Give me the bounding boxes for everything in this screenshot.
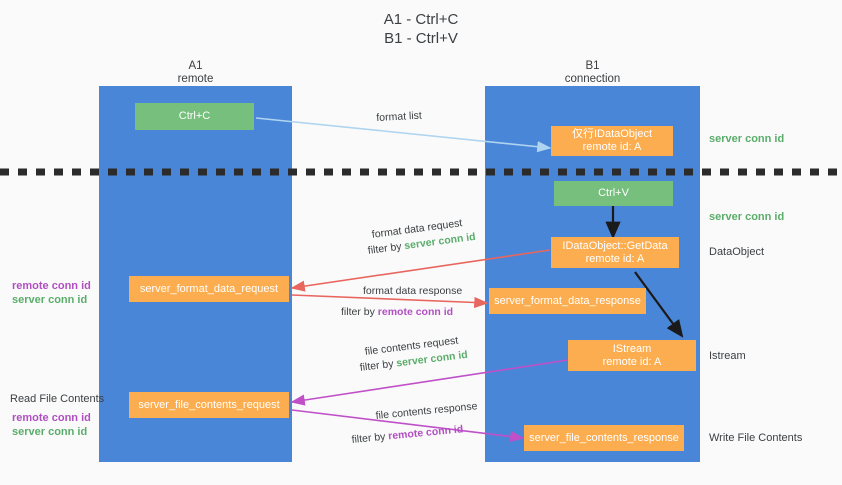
annotation-server-conn-id-2: server conn id [12,426,88,438]
box-server-file-contents-request-label: server_file_contents_request [138,398,280,411]
filter-prefix-2: filter by [341,306,378,318]
annotation-read-file-contents: Read File Contents [10,393,105,405]
diagram-title: A1 - Ctrl+C B1 - Ctrl+V [0,10,842,48]
filter-prefix-3: filter by [359,357,398,374]
column-header-a1: A1 remote [99,60,292,86]
column-a1-name: A1 [188,60,203,72]
annotation-server-conn-id-top: server conn id [709,133,785,145]
filter-prefix-4: filter by [351,430,389,446]
edge-label-file-contents-response-filter: filter by remote conn id [351,422,464,447]
edge-label-format-data-response-filter: filter by remote conn id [341,305,453,319]
annotation-remote-conn-id-2: remote conn id [12,412,91,424]
annotation-istream: Istream [709,350,746,362]
box-idataobject-getdata[interactable]: IDataObject::GetData remote id: A [551,237,679,268]
annotation-write-file-contents: Write File Contents [709,432,803,444]
column-b1-sub: connection [564,73,621,85]
box-idataobject-line2: remote id: A [582,141,642,153]
annotation-server-conn-id-mid: server conn id [709,211,785,223]
box-ctrl-v-label: Ctrl+V [598,187,629,199]
box-server-file-contents-response-label: server_file_contents_response [529,431,679,444]
filter-prefix-1: filter by [367,240,406,257]
box-server-file-contents-request[interactable]: server_file_contents_request [129,392,289,418]
box-server-format-data-response[interactable]: server_format_data_response [489,288,646,314]
column-b1-name: B1 [585,60,600,72]
box-ctrl-c[interactable]: Ctrl+C [135,103,254,130]
annotation-remote-conn-id-1: remote conn id [12,280,91,292]
box-server-format-data-request-label: server_format_data_request [139,282,279,295]
column-a1-sub: remote [177,73,214,85]
box-istream-line2: remote id: A [602,355,662,368]
box-idataobject-line1: 仅行IDataObject [571,128,653,140]
box-istream[interactable]: IStream remote id: A [568,340,696,371]
box-ctrl-v[interactable]: Ctrl+V [554,181,673,206]
box-istream-line1: IStream [612,342,652,355]
box-getdata-line1: IDataObject::GetData [562,239,668,252]
edge-label-file-contents-response: file contents response [375,400,478,422]
annotation-dataobject: DataObject [709,246,765,258]
title-line-2: B1 - Ctrl+V [384,30,458,47]
box-getdata-line2: remote id: A [585,252,645,265]
box-idataobject[interactable]: 仅行IDataObject remote id: A [551,126,673,156]
filter-key-remote-conn-id-1: remote conn id [377,306,454,318]
box-server-file-contents-response[interactable]: server_file_contents_response [524,425,684,451]
column-header-b1: B1 connection [485,60,700,86]
box-server-format-data-request[interactable]: server_format_data_request [129,276,289,302]
box-ctrl-c-label: Ctrl+C [178,110,211,122]
filter-key-remote-conn-id-2: remote conn id [387,423,464,443]
title-line-1: A1 - Ctrl+C [383,11,459,28]
box-server-format-data-response-label: server_format_data_response [494,294,641,307]
edge-label-format-data-response: format data response [363,285,463,297]
annotation-server-conn-id-1: server conn id [12,294,88,306]
edge-label-format-list: format list [376,109,423,124]
